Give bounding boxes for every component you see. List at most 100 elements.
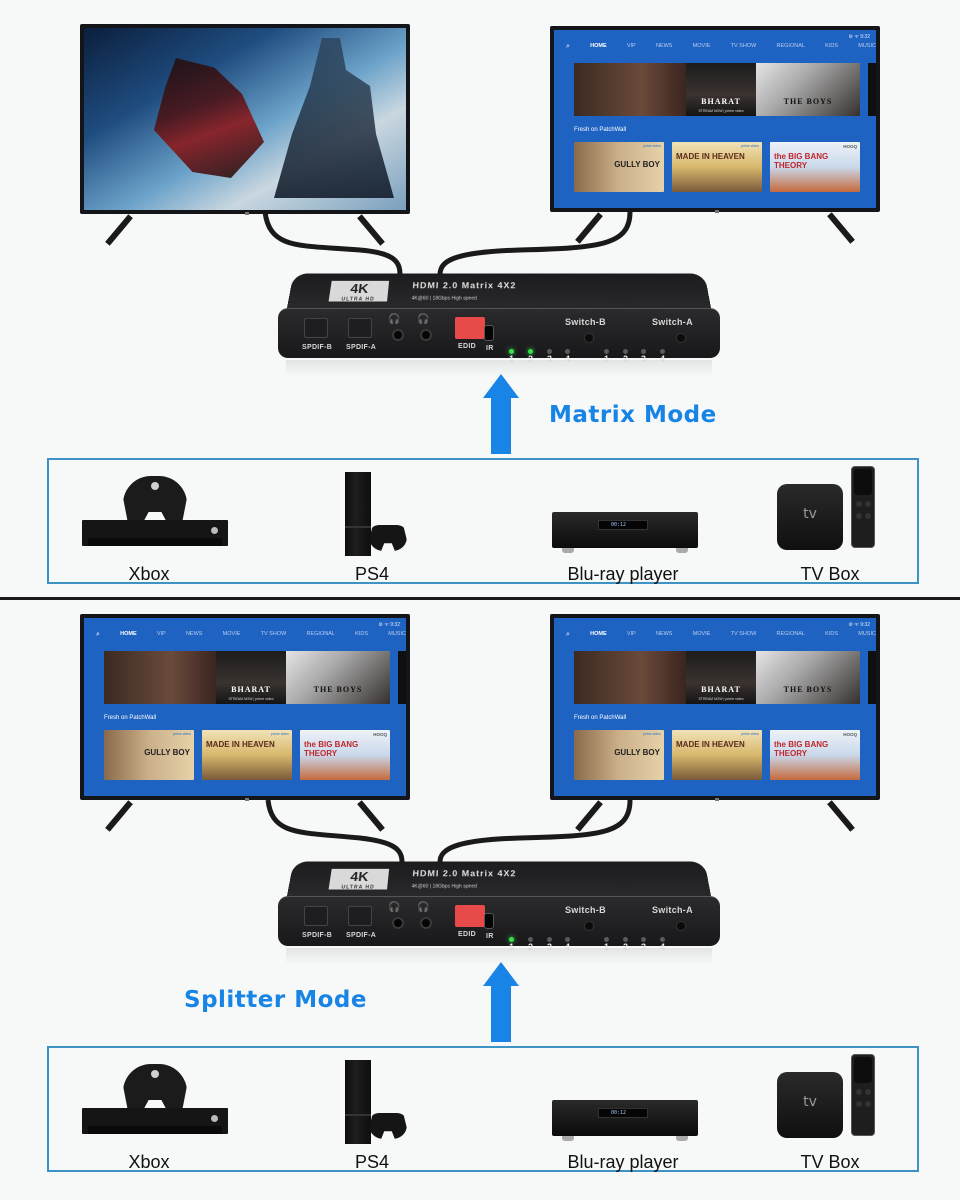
spdif-b-port	[304, 318, 328, 338]
tv-stand-left	[105, 214, 133, 246]
ps4-icon	[345, 1060, 371, 1144]
ir-receiver	[484, 325, 494, 341]
matrix-mode-panel: ⚙ ᯤ 9:32 ⌕ HOME VIP NEWS MOVIE TV SHOW R…	[0, 0, 960, 598]
tv-status-bar: ⚙ ᯤ 9:32	[848, 622, 870, 628]
headphone-icon: 🎧	[417, 314, 430, 325]
led-a-1	[604, 937, 609, 942]
device-spec: 4K@60 | 18Gbps High speed	[411, 295, 477, 302]
input-num: 3	[547, 942, 553, 952]
banner-bharat: BHARAT STREAM NOW | prime video	[686, 63, 756, 116]
input-num: 4	[565, 942, 571, 952]
tv-banner-row: BHARAT STREAM NOW | prime video THE BOYS	[104, 651, 406, 704]
led-b-1	[509, 937, 514, 942]
tv-nav-news: NEWS	[185, 631, 203, 637]
source-label: Blu-ray player	[567, 1152, 679, 1172]
tv-nav-regional: REGIONAL	[776, 43, 805, 49]
card-gully-boy: prime video GULLY BOY	[574, 730, 664, 780]
tv-nav-bar: ⌕ HOME VIP NEWS MOVIE TV SHOW REGIONAL K…	[566, 631, 876, 639]
input-num: 1	[509, 354, 515, 364]
tv-card-row: prime video GULLY BOY prime video MADE I…	[574, 730, 860, 780]
ir-label: IR	[486, 345, 494, 352]
tv-stand-left	[105, 800, 133, 832]
device-front-panel: SPDIF-B SPDIF-A 🎧 🎧 EDID IR Switch-B Swi…	[278, 308, 720, 364]
input-num: 2	[528, 942, 534, 952]
audio-jack-a	[420, 329, 432, 341]
led-b-1	[509, 349, 514, 354]
banner-the-boys: THE BOYS	[286, 651, 390, 704]
tv-nav-movie: MOVIE	[692, 631, 711, 637]
switch-a-label: Switch-A	[652, 905, 693, 915]
switch-b-label: Switch-B	[565, 905, 606, 915]
card-gully-boy: prime video GULLY BOY	[104, 730, 194, 780]
tv-nav-news: NEWS	[655, 43, 673, 49]
xbox-icon	[82, 520, 228, 546]
spdif-a-port	[348, 318, 372, 338]
tv-stand-right	[357, 214, 385, 246]
switch-b-button[interactable]	[584, 921, 594, 931]
game-character	[154, 58, 264, 178]
tv-nav-movie: MOVIE	[692, 43, 711, 49]
device-spec: 4K@60 | 18Gbps High speed	[411, 883, 477, 890]
xbox-controller-icon	[123, 476, 187, 524]
source-label: TV Box	[800, 1152, 860, 1172]
input-num: 1	[509, 942, 515, 952]
tv-nav-music: MUSIC	[858, 43, 876, 49]
card-big-bang-theory: HOOQ the BIG BANG THEORY	[770, 142, 860, 192]
tv-status-bar: ⚙ ᯤ 9:32	[378, 622, 400, 628]
tv-bezel: ⚙ ᯤ 9:32 ⌕ HOME VIP NEWS MOVIE TV SHOW R…	[550, 26, 880, 212]
banner-the-boys: THE BOYS	[756, 651, 860, 704]
led-b-4	[565, 937, 570, 942]
switch-a-button[interactable]	[676, 921, 686, 931]
source-label: Xbox	[128, 564, 170, 584]
edid-label: EDID	[458, 343, 476, 350]
banner-dear-comrade	[574, 651, 686, 704]
audio-jack-b	[392, 329, 404, 341]
tv-stand-right	[827, 212, 855, 244]
tv-nav-bar: ⌕ HOME VIP NEWS MOVIE TV SHOW REGIONAL K…	[96, 631, 406, 639]
headphone-icon: 🎧	[388, 902, 401, 913]
source-label: Xbox	[128, 1152, 170, 1172]
card-gully-boy: prime video GULLY BOY	[574, 142, 664, 192]
led-a-2	[623, 349, 628, 354]
source-devices-box: Xbox PS4 00:12 Blu-ray player tv TV Box	[47, 458, 919, 584]
tv-nav-regional: REGIONAL	[306, 631, 335, 637]
source-label: Blu-ray player	[567, 564, 679, 584]
tv-status-bar: ⚙ ᯤ 9:32	[848, 34, 870, 40]
section-divider	[0, 597, 960, 600]
switch-b-button[interactable]	[584, 333, 594, 343]
xbox-icon	[82, 1108, 228, 1134]
edid-dip-switch[interactable]	[455, 317, 485, 339]
audio-jack-a	[420, 917, 432, 929]
device-front-panel: SPDIF-B SPDIF-A 🎧 🎧 EDID IR Switch-B Swi…	[278, 896, 720, 952]
tv-nav-movie: MOVIE	[222, 631, 241, 637]
tv-nav-tvshow: TV SHOW	[730, 43, 757, 49]
banner-dear-comrade	[574, 63, 686, 116]
spdif-b-port	[304, 906, 328, 926]
spdif-a-port	[348, 906, 372, 926]
switch-a-button[interactable]	[676, 333, 686, 343]
led-a-4	[660, 349, 665, 354]
source-label: TV Box	[800, 564, 860, 584]
card-big-bang-theory: HOOQ the BIG BANG THEORY	[770, 730, 860, 780]
source-devices-box: Xbox PS4 00:12 Blu-ray player tv TV Box	[47, 1046, 919, 1172]
edid-dip-switch[interactable]	[455, 905, 485, 927]
ps4-controller-icon	[369, 525, 407, 551]
remote-icon	[851, 1054, 875, 1136]
headphone-icon: 🎧	[388, 314, 401, 325]
tv-nav-home: HOME	[120, 631, 137, 637]
tv-nav-vip: VIP	[626, 43, 636, 49]
tv-nav-kids: KIDS	[825, 43, 839, 49]
banner-the-boys: THE BOYS	[756, 63, 860, 116]
tv-banner-row: BHARAT STREAM NOW | prime video THE BOYS	[574, 63, 876, 116]
ir-receiver	[484, 913, 494, 929]
search-icon: ⌕	[566, 631, 570, 638]
input-num: 4	[660, 942, 666, 952]
tv-nav-kids: KIDS	[825, 631, 839, 637]
tv-nav-bar: ⌕ HOME VIP NEWS MOVIE TV SHOW REGIONAL K…	[566, 43, 876, 51]
input-num: 1	[604, 354, 610, 364]
search-icon: ⌕	[96, 631, 100, 638]
